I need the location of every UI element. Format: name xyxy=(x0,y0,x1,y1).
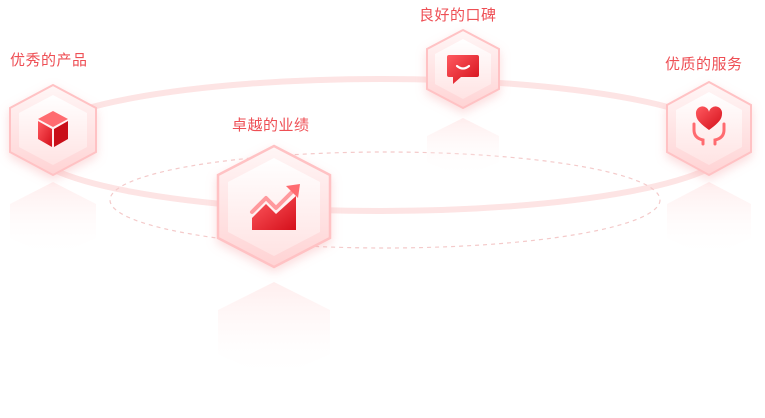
inner-dashed-orbit xyxy=(109,151,661,249)
label-service: 优质的服务 xyxy=(665,55,743,73)
outer-orbit-ring xyxy=(25,76,735,214)
label-reputation: 良好的口碑 xyxy=(419,6,497,24)
growth-chart-icon xyxy=(250,184,300,230)
label-products: 优秀的产品 xyxy=(10,51,88,69)
label-performance: 卓越的业绩 xyxy=(232,116,310,134)
cube-icon xyxy=(38,111,68,147)
heart-hands-icon xyxy=(692,106,726,146)
node-products xyxy=(9,83,97,177)
chat-bubble-icon xyxy=(447,55,479,84)
reflections xyxy=(10,118,751,380)
